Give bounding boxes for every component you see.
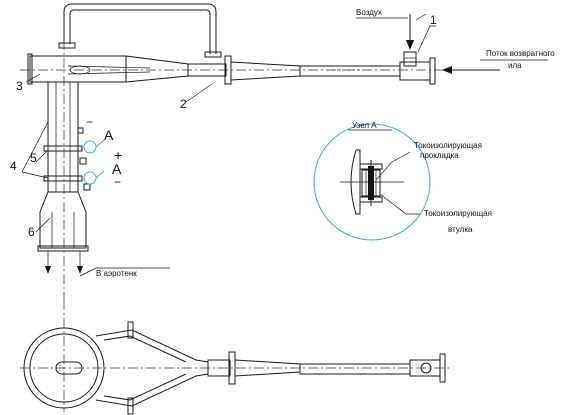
node-a-mark-lower [83,171,97,185]
label-gasket-1: Токоизолирующая [414,141,482,150]
label-air: Воздух [356,8,382,17]
plan-flange-lower [127,397,134,415]
callout-1: 1 [430,13,437,27]
callout-4: 4 [10,159,17,173]
node-a-mark-upper [83,140,97,154]
insulating-flange-lower [43,175,83,182]
terminal-mid [79,157,87,165]
loop-flange-left [58,42,76,49]
callout-a-upper: A [104,127,114,143]
terminal-bottom [83,183,91,191]
node-a-detail [313,123,431,241]
plan-view [20,300,452,415]
polarity-minus-bottom: − [114,175,121,189]
side-elevation [20,3,548,300]
label-sleeve-2: втулка [448,225,473,234]
callout-5: 5 [30,151,37,165]
nozzle-flange [429,57,436,85]
air-bypass-loop [63,3,217,54]
label-node-title: Узел А [352,121,377,130]
loop-flange-right [204,51,222,58]
callout-a-lower: A [112,161,122,177]
callout-3: 3 [16,79,23,93]
plan-flange-upper [127,321,134,339]
vertical-outlet [37,81,91,274]
insulating-flange-upper [43,145,83,152]
outlet-flange [37,245,89,252]
terminal-top [77,127,84,134]
label-to-aerotank: В аэротенк [96,269,137,278]
air-inlet-stub [403,51,417,67]
label-gasket-2: прокладка [420,151,459,160]
label-return-flow-1: Поток возвратного [486,49,555,58]
head-flange [27,53,33,85]
label-return-flow-2: ила [508,61,522,70]
polarity-minus-top: − [86,115,93,129]
node-a-circle [313,123,431,241]
label-sleeve-1: Токоизолирующая [424,209,492,218]
callout-2: 2 [180,97,187,111]
callout-6: 6 [28,225,35,239]
ejector-body [27,51,436,85]
polarity-plus: + [114,147,122,163]
